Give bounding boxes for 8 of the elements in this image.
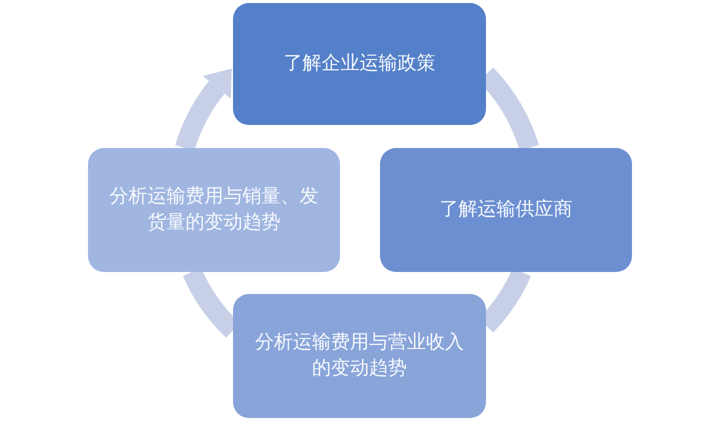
process-box bbox=[380, 148, 632, 272]
process-box bbox=[88, 148, 340, 272]
step-text: 分析运输费用与营业收入的变动趋势 bbox=[254, 330, 465, 381]
process-box bbox=[233, 3, 486, 125]
step-text: 了解企业运输政策 bbox=[284, 51, 436, 76]
step-text: 分析运输费用与销量、发货量的变动趋势 bbox=[108, 184, 320, 235]
step-text: 了解运输供应商 bbox=[440, 197, 572, 222]
process-box bbox=[233, 294, 486, 418]
